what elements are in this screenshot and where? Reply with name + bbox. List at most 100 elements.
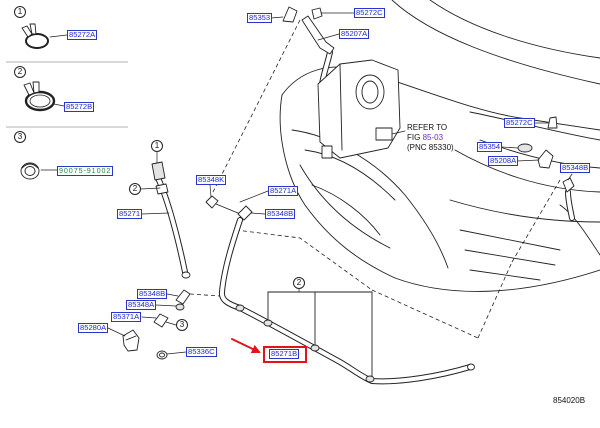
lower-connector-b-part [175,289,191,305]
middle-connector-part-label[interactable]: 85348B [265,209,296,219]
hose-clip [365,375,375,383]
grille-bar [304,149,396,201]
leader-line [209,184,212,198]
leader-line [49,34,68,38]
leader-line [166,293,179,297]
figure-prefix: FIG [407,133,421,142]
lower-hose-end [467,363,475,371]
top-bracket-part-label[interactable]: 85207A [339,29,370,39]
legend-index-1: 1 [14,6,26,18]
middle-hose-fill [219,218,242,310]
lower-intake-mesh [469,269,541,281]
lower-bracket-part-label[interactable]: 85280A [78,323,109,333]
washer-tank-body [317,59,401,159]
fender-line [559,204,600,256]
leader-line [270,16,284,19]
highlight-arrow [231,338,261,354]
leader-line [250,212,266,215]
lower-cap-part-label[interactable]: 85336C [186,347,217,357]
lower-cap-hole [159,352,165,358]
grommet-hole [24,166,36,176]
middle-hose-part-label[interactable]: 85271A [268,186,299,196]
lower-hose-fill [238,306,472,384]
reference-note-pnc: (PNC 85330) [407,143,454,152]
left-hose-clip [155,183,169,195]
leader-line [155,304,177,307]
right-clamp-part-label[interactable]: 85272C [504,118,535,128]
leader-line [165,321,177,326]
leader-line [53,103,65,107]
right-nozzle-part-label[interactable]: 85354 [477,142,503,152]
lower-intake-top [449,199,600,223]
legend-index-3: 3 [14,131,26,143]
right-connector-part [562,177,575,193]
grommet-body [20,162,40,180]
leader-line [516,159,540,162]
clamp-icon-1 [21,23,49,49]
lower-cap-part [156,350,168,360]
bumper-bottom-edge [394,269,600,292]
leader-line [239,190,269,203]
hose-clip [310,344,320,352]
right-bracket-part-label[interactable]: 85208A [488,156,519,166]
clamp-ring-inner [29,94,51,108]
reference-note: REFER TO FIG 85-03 (PNC 85330) [407,123,454,153]
lower-connector-b-part-label[interactable]: 85348B [137,289,168,299]
washer-tank-filler-neck [355,74,385,110]
top-clip-part-label[interactable]: 85353 [247,13,273,23]
left-nozzle-part [151,161,166,181]
top-clip-part [282,6,298,23]
hose-clip-bracket-lines [267,291,373,377]
clamp-tab [23,82,35,96]
leader-line [317,33,340,41]
leader-line [567,173,573,181]
lower-connector-a-part-label[interactable]: 85348A [126,300,157,310]
top-clamp-part-label[interactable]: 85272C [354,8,385,18]
dashed-line [189,293,221,297]
legend-part-label-1[interactable]: 85272A [67,30,98,40]
right-bracket-part [537,149,554,169]
right-hose-fill [566,190,574,220]
leader-line [501,146,519,149]
clamp-tab [21,25,33,38]
legend-part-label-3[interactable]: 90075-91002 [57,166,114,176]
hose-joint [235,304,245,312]
grommet-flange [21,163,39,169]
washer-pump [321,145,333,159]
lower-connector-a-part [175,303,185,311]
headlight-top-edge [469,111,600,141]
washer-tank [317,59,401,159]
leader-lines [40,12,573,355]
nozzle-bracket-part [301,15,335,55]
lower-joint-part-label[interactable]: 85371A [111,312,142,322]
lower-hose-part-label[interactable]: 85271B [269,349,300,359]
leader-line [140,187,161,190]
left-hose-part-label[interactable]: 85271 [117,209,143,219]
right-nozzle-part [517,143,533,153]
legend-index-2: 2 [14,66,26,78]
washer-tank-filler-opening [361,80,379,104]
leader-line [166,351,187,355]
callout-hose-left: 2 [129,183,141,195]
washer-tank-connector [375,127,393,141]
upper-connector-part-label[interactable]: 85348K [196,175,227,185]
leader-line [141,212,170,215]
reference-note-intro: REFER TO [407,123,448,132]
upper-connector-part [205,195,219,209]
dashed-line [511,179,561,263]
grille-lower-edge [299,164,391,249]
assembly-dashed-lines [189,19,561,339]
left-hose-end [181,271,191,279]
clamp-icon-2 [23,81,56,112]
reference-note-figure: FIG 85-03 [407,133,454,143]
figure-link[interactable]: 85-03 [422,133,444,142]
figure-code: 854020B [553,396,586,405]
hose-clip [263,319,273,327]
legend-part-label-2[interactable]: 85272B [64,102,95,112]
clamp-tab [29,23,37,35]
right-connector-part-label[interactable]: 85348B [560,163,591,173]
top-clamp-part [311,7,323,20]
middle-connector-part [237,205,253,221]
lower-bracket-detail [125,335,137,341]
